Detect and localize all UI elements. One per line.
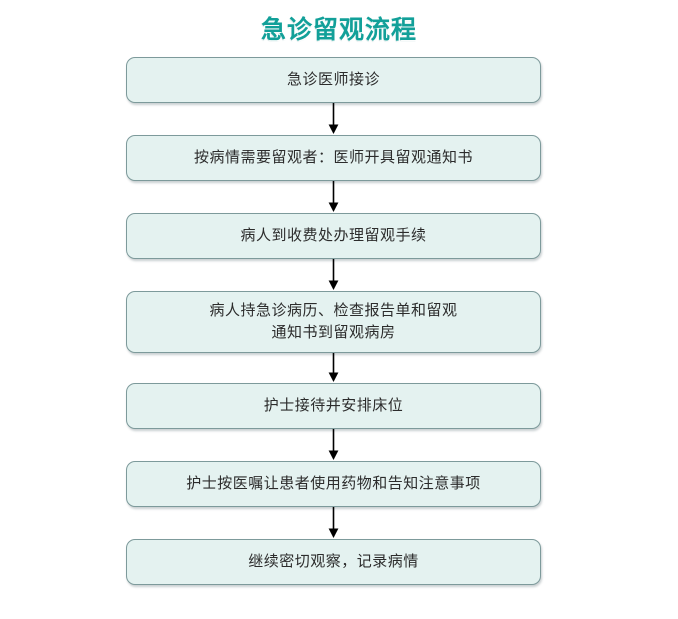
flow-box-7[interactable]: 继续密切观察，记录病情 (126, 539, 541, 585)
down-arrow-icon (328, 103, 339, 134)
flow-box-2-label: 按病情需要留观者：医师开具留观通知书 (193, 148, 473, 167)
flow-step-1: 急诊医师接诊 (126, 57, 541, 103)
flow-box-6[interactable]: 护士按医嘱让患者使用药物和告知注意事项 (126, 461, 541, 507)
flow-step-5: 护士接待并安排床位 (126, 383, 541, 429)
flow-box-5[interactable]: 护士接待并安排床位 (126, 383, 541, 429)
down-arrow-icon (328, 353, 339, 382)
flow-box-6-label: 护士按医嘱让患者使用药物和告知注意事项 (186, 474, 481, 493)
flow-arrow-4-to-5 (126, 353, 541, 383)
flow-box-4-label: 病人持急诊病历、检查报告单和留观 通知书到留观病房 (209, 301, 458, 341)
flow-step-3: 病人到收费处办理留观手续 (126, 213, 541, 259)
flow-arrow-3-to-4 (126, 259, 541, 291)
flow-step-6: 护士按医嘱让患者使用药物和告知注意事项 (126, 461, 541, 507)
down-arrow-icon (328, 181, 339, 212)
flow-box-1[interactable]: 急诊医师接诊 (126, 57, 541, 103)
flowchart-steps-column: 急诊医师接诊 按病情需要留观者：医师开具留观通知书 病人到收费处办理留观手续 (126, 57, 541, 585)
flow-arrow-1-to-2 (126, 103, 541, 135)
flow-box-2[interactable]: 按病情需要留观者：医师开具留观通知书 (126, 135, 541, 181)
flow-box-4[interactable]: 病人持急诊病历、检查报告单和留观 通知书到留观病房 (126, 291, 541, 353)
page-title: 急诊留观流程 (260, 15, 417, 44)
flow-arrow-5-to-6 (126, 429, 541, 461)
flow-step-7: 继续密切观察，记录病情 (126, 539, 541, 585)
flow-arrow-6-to-7 (126, 507, 541, 539)
flow-box-3-label: 病人到收费处办理留观手续 (240, 226, 427, 245)
down-arrow-icon (328, 429, 339, 460)
flow-box-1-label: 急诊医师接诊 (286, 70, 380, 89)
down-arrow-icon (328, 507, 339, 538)
flow-step-4: 病人持急诊病历、检查报告单和留观 通知书到留观病房 (126, 291, 541, 353)
flow-step-2: 按病情需要留观者：医师开具留观通知书 (126, 135, 541, 181)
flow-box-3[interactable]: 病人到收费处办理留观手续 (126, 213, 541, 259)
down-arrow-icon (328, 259, 339, 290)
flow-arrow-2-to-3 (126, 181, 541, 213)
flow-box-7-label: 继续密切观察，记录病情 (248, 552, 419, 571)
flow-box-5-label: 护士接待并安排床位 (263, 396, 404, 415)
